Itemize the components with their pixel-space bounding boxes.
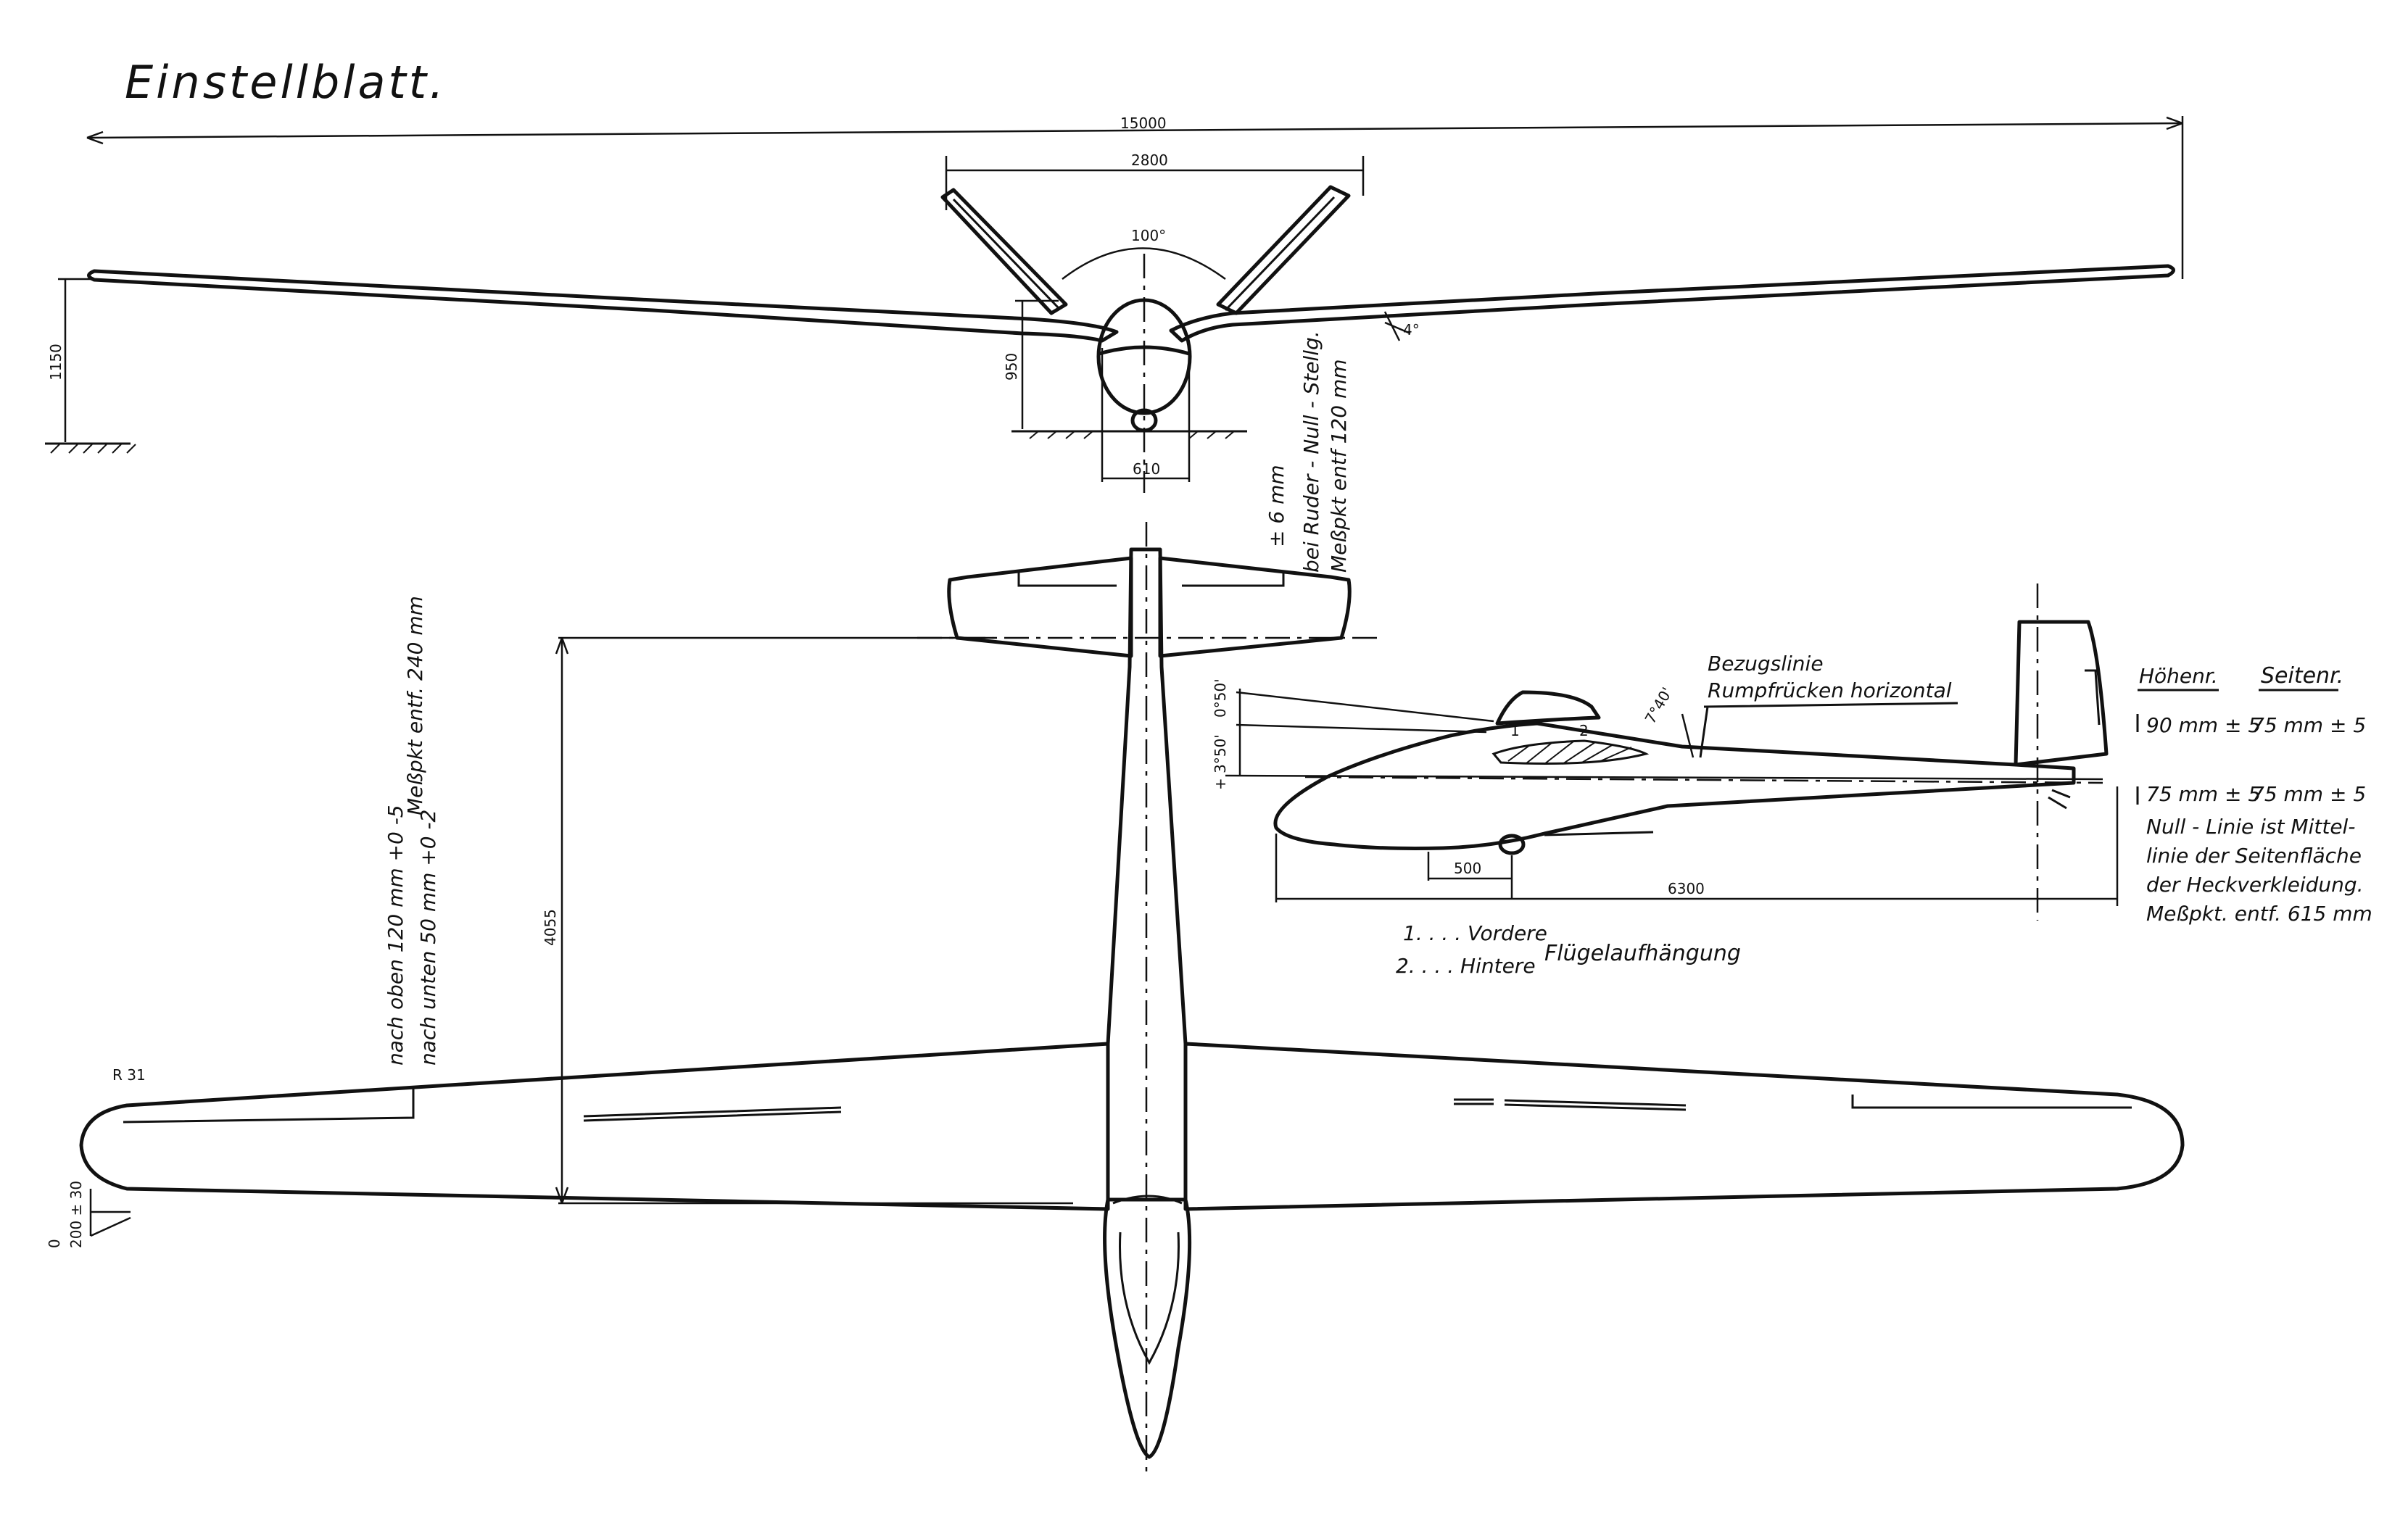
- aileron-note-line1: nach oben 120 mm +0 -5: [384, 805, 407, 1066]
- table-r2c1: 75 mm ± 5: [2146, 782, 2261, 806]
- height-1150-dim: 1150: [47, 344, 65, 381]
- ref-line-desc: Rumpfrücken horizontal: [1708, 678, 1952, 702]
- angle-3-50: + 3°50': [1212, 734, 1229, 790]
- height-950-dim: 950: [1003, 353, 1020, 381]
- aileron-note-line2: nach unten 50 mm +0 -2: [416, 810, 440, 1066]
- null-note-line1: Null - Linie ist Mittel-: [2146, 815, 2355, 839]
- tip-radius: R 31: [112, 1066, 146, 1084]
- ref-line-title: Bezugslinie: [1708, 652, 1824, 676]
- side-fuselage: [1273, 721, 2076, 850]
- null-note-line3: der Heckverkleidung.: [2146, 873, 2364, 897]
- front-view: 15000 2800 100° 4° 950 610 11: [45, 115, 2184, 493]
- dihedral-angle: 100°: [1131, 227, 1166, 244]
- chord-4055-dim: 4055: [542, 909, 559, 946]
- table-r1c2: 75 mm ± 5: [2251, 713, 2366, 737]
- table-r2c2: 75 mm ± 5: [2251, 782, 2366, 806]
- aileron-note: nach oben 120 mm +0 -5 nach unten 50 mm …: [384, 596, 440, 1066]
- legend-item-1: 1. . . . Vordere: [1403, 921, 1547, 945]
- rudder-note-line1: bei Ruder - Null - Stellg.: [1299, 331, 1323, 573]
- span-dim: 15000: [1120, 115, 1167, 132]
- fuselage-width-dim: 610: [1133, 460, 1160, 478]
- table-col-hoehenruder: Höhenr.: [2139, 664, 2218, 688]
- suspension-point-2: 2: [1579, 722, 1589, 739]
- rudder-note-line2: Meßpkt entf 120 mm: [1327, 360, 1351, 573]
- tail-deflection-table: Höhenr. Seitenr. 90 mm ± 5 75 mm ± 5 75 …: [2136, 663, 2372, 926]
- side-vertical-tail: [2014, 620, 2109, 767]
- top-horizontal-tail: [947, 556, 1133, 658]
- sheet-title: Einstellblatt.: [125, 56, 447, 109]
- suspension-point-1: 1: [1510, 722, 1520, 739]
- top-right-wing: [1183, 1042, 2185, 1211]
- angle-7-40: 7°40': [1642, 684, 1676, 726]
- rudder-tolerance: ± 6 mm: [1265, 465, 1288, 547]
- tip-zero: 0: [46, 1239, 63, 1248]
- null-note-line2: linie der Seitenfläche: [2146, 844, 2362, 868]
- tip-dims: 200 ± 30: [67, 1181, 85, 1248]
- angle-0-50: 0°50': [1212, 678, 1229, 718]
- rudder-note: ± 6 mm bei Ruder - Null - Stellg. Meßpkt…: [1265, 331, 1351, 573]
- side-dim-500: 500: [1454, 860, 1481, 877]
- table-col-seitenruder: Seitenr.: [2261, 663, 2343, 689]
- dihedral-width-dim: 2800: [1131, 151, 1168, 169]
- aileron-note-line3: Meßpkt entf. 240 mm: [403, 596, 427, 815]
- front-left-wing: [87, 269, 1119, 343]
- wing-angle: 4°: [1403, 321, 1420, 339]
- front-right-wing: [1169, 264, 2175, 343]
- null-note-line4: Meßpkt. entf. 615 mm: [2146, 902, 2372, 926]
- legend-label: Flügelaufhängung: [1544, 941, 1741, 966]
- top-view: 4055 R 31 200 ± 30 0: [46, 522, 2185, 1471]
- suspension-legend: 1. . . . Vordere 2. . . . Hintere Flügel…: [1396, 921, 1741, 978]
- legend-item-2: 2. . . . Hintere: [1396, 954, 1536, 978]
- side-view: 7°40' + 3°50' 0°50' 1 2 Bezugslinie Rump…: [1212, 584, 2119, 921]
- side-dim-6300: 6300: [1668, 880, 1705, 897]
- table-r1c1: 90 mm ± 5: [2146, 713, 2261, 737]
- top-left-wing: [79, 1042, 1110, 1211]
